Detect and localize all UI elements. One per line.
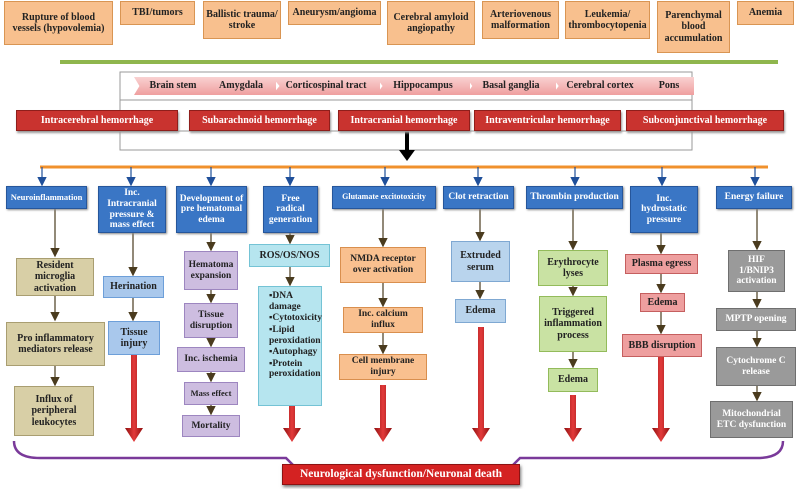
col9-mptp: MPTP opening xyxy=(716,308,796,331)
col1-microglia: Resident microglia activation xyxy=(16,258,94,296)
mechanism-glutamate: Glutamate excitotoxicity xyxy=(332,186,436,209)
hemorrhage-intracranial: Intracranial hemorrhage xyxy=(338,110,470,131)
mechanism-thrombin: Thrombin production xyxy=(526,186,623,209)
hemorrhage-subarachnoid: Subarachnoid hemorrhage xyxy=(189,110,330,131)
col3-hematoma-expansion: Hematoma expansion xyxy=(184,251,238,290)
cause-ballistic-trauma: Ballistic trauma/ stroke xyxy=(203,1,281,39)
mechanism-energy-failure: Energy failure xyxy=(716,186,792,209)
col6-edema: Edema xyxy=(455,299,506,323)
region-corticospinal: Corticospinal tract xyxy=(272,77,380,95)
region-brain-stem: Brain stem xyxy=(134,77,212,95)
col6-extruded-serum: Extruded serum xyxy=(451,241,510,282)
hemorrhage-intraventricular: Intraventricular hemorrhage xyxy=(474,110,621,131)
mechanism-clot-retraction: Clot retraction xyxy=(443,186,514,209)
col4-bullet-dna: ▪DNA damage xyxy=(269,291,301,312)
col5-membrane-injury: Cell membrane injury xyxy=(339,354,427,380)
main-arrow xyxy=(399,150,415,161)
col9-cytochrome: Cytochrome C release xyxy=(716,347,796,386)
col9-hif: HIF 1/BNIP3 activation xyxy=(728,250,785,292)
col7-edema: Edema xyxy=(548,368,598,392)
red-arrows xyxy=(125,327,670,442)
cause-anemia: Anemia xyxy=(737,1,794,25)
cause-rupture-blood-vessels: Rupture of blood vessels (hypovolemia) xyxy=(4,1,113,45)
col1-proinflammatory: Pro inflammatory mediators release xyxy=(6,322,105,366)
col3-mass-effect: Mass effect xyxy=(184,382,238,405)
col7-erythrocyte: Erythrocyte lyses xyxy=(538,250,608,286)
hemorrhage-subconjunctival: Subconjunctival hemorrhage xyxy=(626,110,784,131)
col8-edema: Edema xyxy=(640,293,685,312)
col3-ischemia: Inc. ischemia xyxy=(177,347,245,372)
cause-aneurysm: Aneurysm/angioma xyxy=(288,1,381,25)
region-cerebral-cortex: Cerebral cortex xyxy=(552,77,648,95)
col3-tissue-disruption: Tissue disruption xyxy=(184,303,238,338)
mechanism-intracranial-pressure: Inc. Intracranial pressure & mass effect xyxy=(98,186,166,233)
col4-bullet-autophagy: ▪Autophagy xyxy=(269,347,318,358)
col3-mortality: Mortality xyxy=(182,415,240,437)
cause-leukemia: Leukemia/ thrombocytopenia xyxy=(565,1,650,39)
cause-arteriovenous: Arteriovenous malformation xyxy=(482,1,559,39)
outcome-neuronal-death: Neurological dysfunction/Neuronal death xyxy=(282,464,520,485)
col7-triggered-inflammation: Triggered inflammation process xyxy=(539,296,607,352)
region-pons: Pons xyxy=(644,77,694,95)
bracket-left xyxy=(12,440,295,467)
col4-bullet-list: ▪DNA damage ▪Cytotoxicity ▪Lipid peroxid… xyxy=(258,286,322,406)
col9-mitochondrial: Mitochondrial ETC dysfunction xyxy=(710,401,793,438)
col1-leukocytes: Influx of peripheral leukocytes xyxy=(14,386,94,436)
region-hippocampus: Hippocampus xyxy=(376,77,470,95)
col5-nmda: NMDA receptor over activation xyxy=(340,247,426,283)
col4-ros-header: ROS/OS/NOS xyxy=(249,244,330,267)
bracket-right xyxy=(511,440,785,467)
col2-tissue-injury: Tissue injury xyxy=(108,321,160,355)
cause-parenchymal: Parenchymal blood accumulation xyxy=(657,1,730,53)
hemorrhage-intracerebral: Intracerebral hemorrhage xyxy=(16,110,178,131)
mechanism-hydrostatic-pressure: Inc. hydrostatic pressure xyxy=(630,186,698,233)
mechanism-free-radical: Free radical generation xyxy=(263,186,318,233)
col4-bullet-cytotoxicity: ▪Cytotoxicity xyxy=(269,313,322,324)
region-amygdala: Amygdala xyxy=(206,77,276,95)
col5-calcium: Inc. calcium influx xyxy=(343,307,423,333)
col8-plasma-egress: Plasma egress xyxy=(625,254,698,274)
mechanism-neuroinflammation: Neuroinflammation xyxy=(6,186,87,209)
cause-tbi-tumors: TBI/tumors xyxy=(120,1,195,25)
col4-bullet-lipid: ▪Lipid peroxidation xyxy=(269,324,321,346)
cause-cerebral-amyloid: Cerebral amyloid angiopathy xyxy=(387,1,475,45)
region-basal-ganglia: Basal ganglia xyxy=(466,77,556,95)
col2-herination: Herination xyxy=(103,276,164,298)
col4-bullet-protein: ▪Protein peroxidation xyxy=(269,358,321,380)
col8-bbb-disruption: BBB disruption xyxy=(622,334,702,357)
mechanism-prehematomal-edema: Development of pre hematomal edema xyxy=(176,186,247,233)
